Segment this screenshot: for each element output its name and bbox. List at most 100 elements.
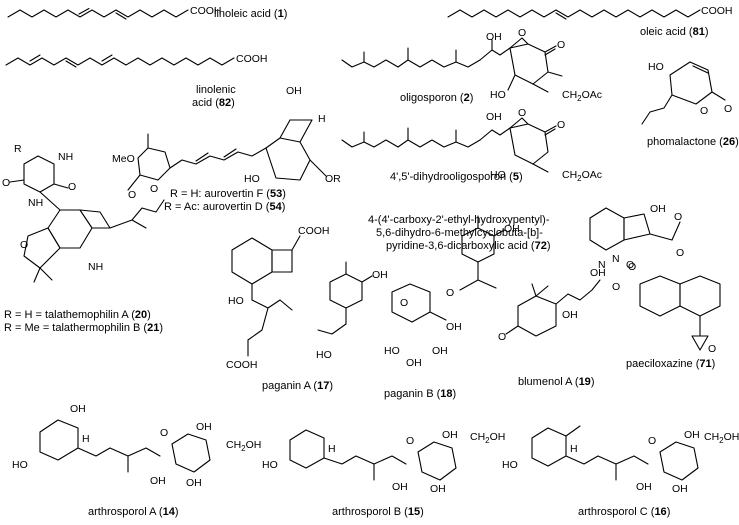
o-label: O <box>674 211 682 223</box>
compound-label-15: arthrosporol B (15) <box>332 506 424 518</box>
ho-label: HO <box>12 459 28 471</box>
ketone-o-label: O <box>557 39 565 51</box>
dihydrooligosporon-structure: OH O O CH2OAc HO <box>341 107 602 183</box>
h-label: H <box>328 443 336 455</box>
compound-label-54: R = Ac: aurovertin D (54) <box>164 201 286 213</box>
compound-label-82-line2: acid (82) <box>192 97 235 109</box>
lactone-o-label: O <box>700 105 708 117</box>
h-label: H <box>570 443 578 455</box>
oh-label: OH <box>186 477 202 489</box>
oh-label: OH <box>504 223 520 235</box>
lactone-o-label: O <box>150 183 158 195</box>
compound-label-71: paeciloxazine (71) <box>626 358 716 370</box>
ho-label: HO <box>228 295 244 307</box>
compound-72-structure: COOH HO COOH <box>226 225 330 371</box>
o-label: O <box>68 181 76 193</box>
cooh-label: COOH <box>701 5 733 17</box>
oh-label: OH <box>432 345 448 357</box>
o-label: O <box>612 281 620 293</box>
phomalactone-structure: HO O O <box>641 61 732 125</box>
arthrosporol-a-structure: OH HO H O OH CH2OH OH OH <box>12 403 261 489</box>
paeciloxazine-structure: OH N N O O O O O O <box>589 203 721 355</box>
carbonyl-o-label: O <box>724 103 732 115</box>
compound-label-18: paganin B (18) <box>384 388 457 400</box>
ring-o-label: O <box>400 297 408 309</box>
compound-label-72-line3: pyridine-3,6-dicarboxylic acid (72) <box>386 240 551 252</box>
compound-label-16: arthrosporol C (16) <box>578 506 671 518</box>
o-label: O <box>626 259 634 271</box>
epoxide-o-label: O <box>518 107 526 119</box>
o-label: O <box>446 287 454 299</box>
ho-label: HO <box>648 61 664 73</box>
compound-label-26: phomalactone (26) <box>647 136 739 148</box>
blumenol-a-structure: O OH OH <box>498 267 606 343</box>
meo-label: MeO <box>112 153 135 165</box>
ho-label: HO <box>262 459 278 471</box>
epoxide-o-label: O <box>406 435 414 447</box>
oh-label: OH <box>406 357 422 369</box>
oh-label: OH <box>286 85 302 97</box>
ho-label: HO <box>384 345 400 357</box>
paganin-b-structure: OH O O HO OH OH OH <box>384 215 520 369</box>
ho-label: HO <box>490 89 506 101</box>
ch2oh-label: CH2OH <box>470 431 505 445</box>
ho-label: HO <box>502 459 518 471</box>
oh-label: OH <box>636 481 652 493</box>
oh-label: OH <box>562 309 578 321</box>
compound-label-21: R = Me = talathermophilin B (21) <box>4 322 164 334</box>
nh-label: NH <box>58 151 73 163</box>
ch2oh-label: CH2OH <box>704 431 739 445</box>
oh-label: OH <box>430 483 446 495</box>
ch2oh-label: CH2OH <box>226 439 261 453</box>
compound-label-53: R = H: aurovertin F (53) <box>170 188 286 200</box>
compound-label-14: arthrosporol A (14) <box>88 506 179 518</box>
paganin-a-structure: OH HO <box>316 261 388 361</box>
oh-label: OH <box>70 403 86 415</box>
ring-o-label: O <box>128 189 136 201</box>
compound-label-20: R = H = talathemophilin A (20) <box>4 309 151 321</box>
compound-label-72-line2: 5,6-dihydro-6-methylcyclobuta-[b]- <box>376 227 543 239</box>
compound-label-19: blumenol A (19) <box>518 376 595 388</box>
epoxide-o-label: O <box>518 27 526 39</box>
ho-label: HO <box>244 173 260 185</box>
talathermophilin-structure: R NH NH O O NH O <box>2 143 165 283</box>
ch2oac-label: CH2OAc <box>562 169 602 183</box>
arthrosporol-c-structure: HO H O OH CH2OH OH OH <box>502 425 739 495</box>
cooh-label: COOH <box>226 359 258 371</box>
arthrosporol-b-structure: HO H O OH CH2OH OH OH <box>262 429 505 495</box>
ketone-o-label: O <box>557 119 565 131</box>
r-label: R <box>14 143 22 155</box>
nh-label: NH <box>28 197 43 209</box>
oh-label: OH <box>446 321 462 333</box>
oh-label: OH <box>684 429 700 441</box>
o-label: O <box>498 331 506 343</box>
h-label: H <box>318 113 326 125</box>
epoxide-o-label: O <box>648 435 656 447</box>
compound-label-5: 4',5'-dihydrooligosporon (5) <box>390 171 523 183</box>
linoleic-acid-structure: COOH <box>7 5 222 20</box>
aurovertin-structure: MeO O O OH H HO OR <box>112 85 341 201</box>
cooh-label: COOH <box>236 53 268 65</box>
oh-label: OH <box>372 269 388 281</box>
oh-label: OH <box>150 475 166 487</box>
ho-label: HO <box>490 169 506 181</box>
n-label: N <box>612 253 620 265</box>
compound-label-81: oleic acid (81) <box>640 26 709 38</box>
o-label: O <box>708 343 716 355</box>
ch2oac-label: CH2OAc <box>562 89 602 103</box>
o-label: O <box>628 261 636 273</box>
nh-label: NH <box>88 261 103 273</box>
compound-label-2: oligosporon (2) <box>400 92 474 104</box>
o-label: O <box>20 239 28 251</box>
oh-label: OH <box>486 111 502 123</box>
compound-label-82-line1: linolenic <box>196 84 236 96</box>
oh-label: OH <box>392 481 408 493</box>
oh-label: OH <box>486 31 502 43</box>
or-label: OR <box>325 173 341 185</box>
oh-label: OH <box>590 267 606 279</box>
oh-label: OH <box>442 429 458 441</box>
o-label: O <box>2 177 10 189</box>
compound-label-17: paganin A (17) <box>262 380 333 392</box>
h-label: H <box>82 433 90 445</box>
